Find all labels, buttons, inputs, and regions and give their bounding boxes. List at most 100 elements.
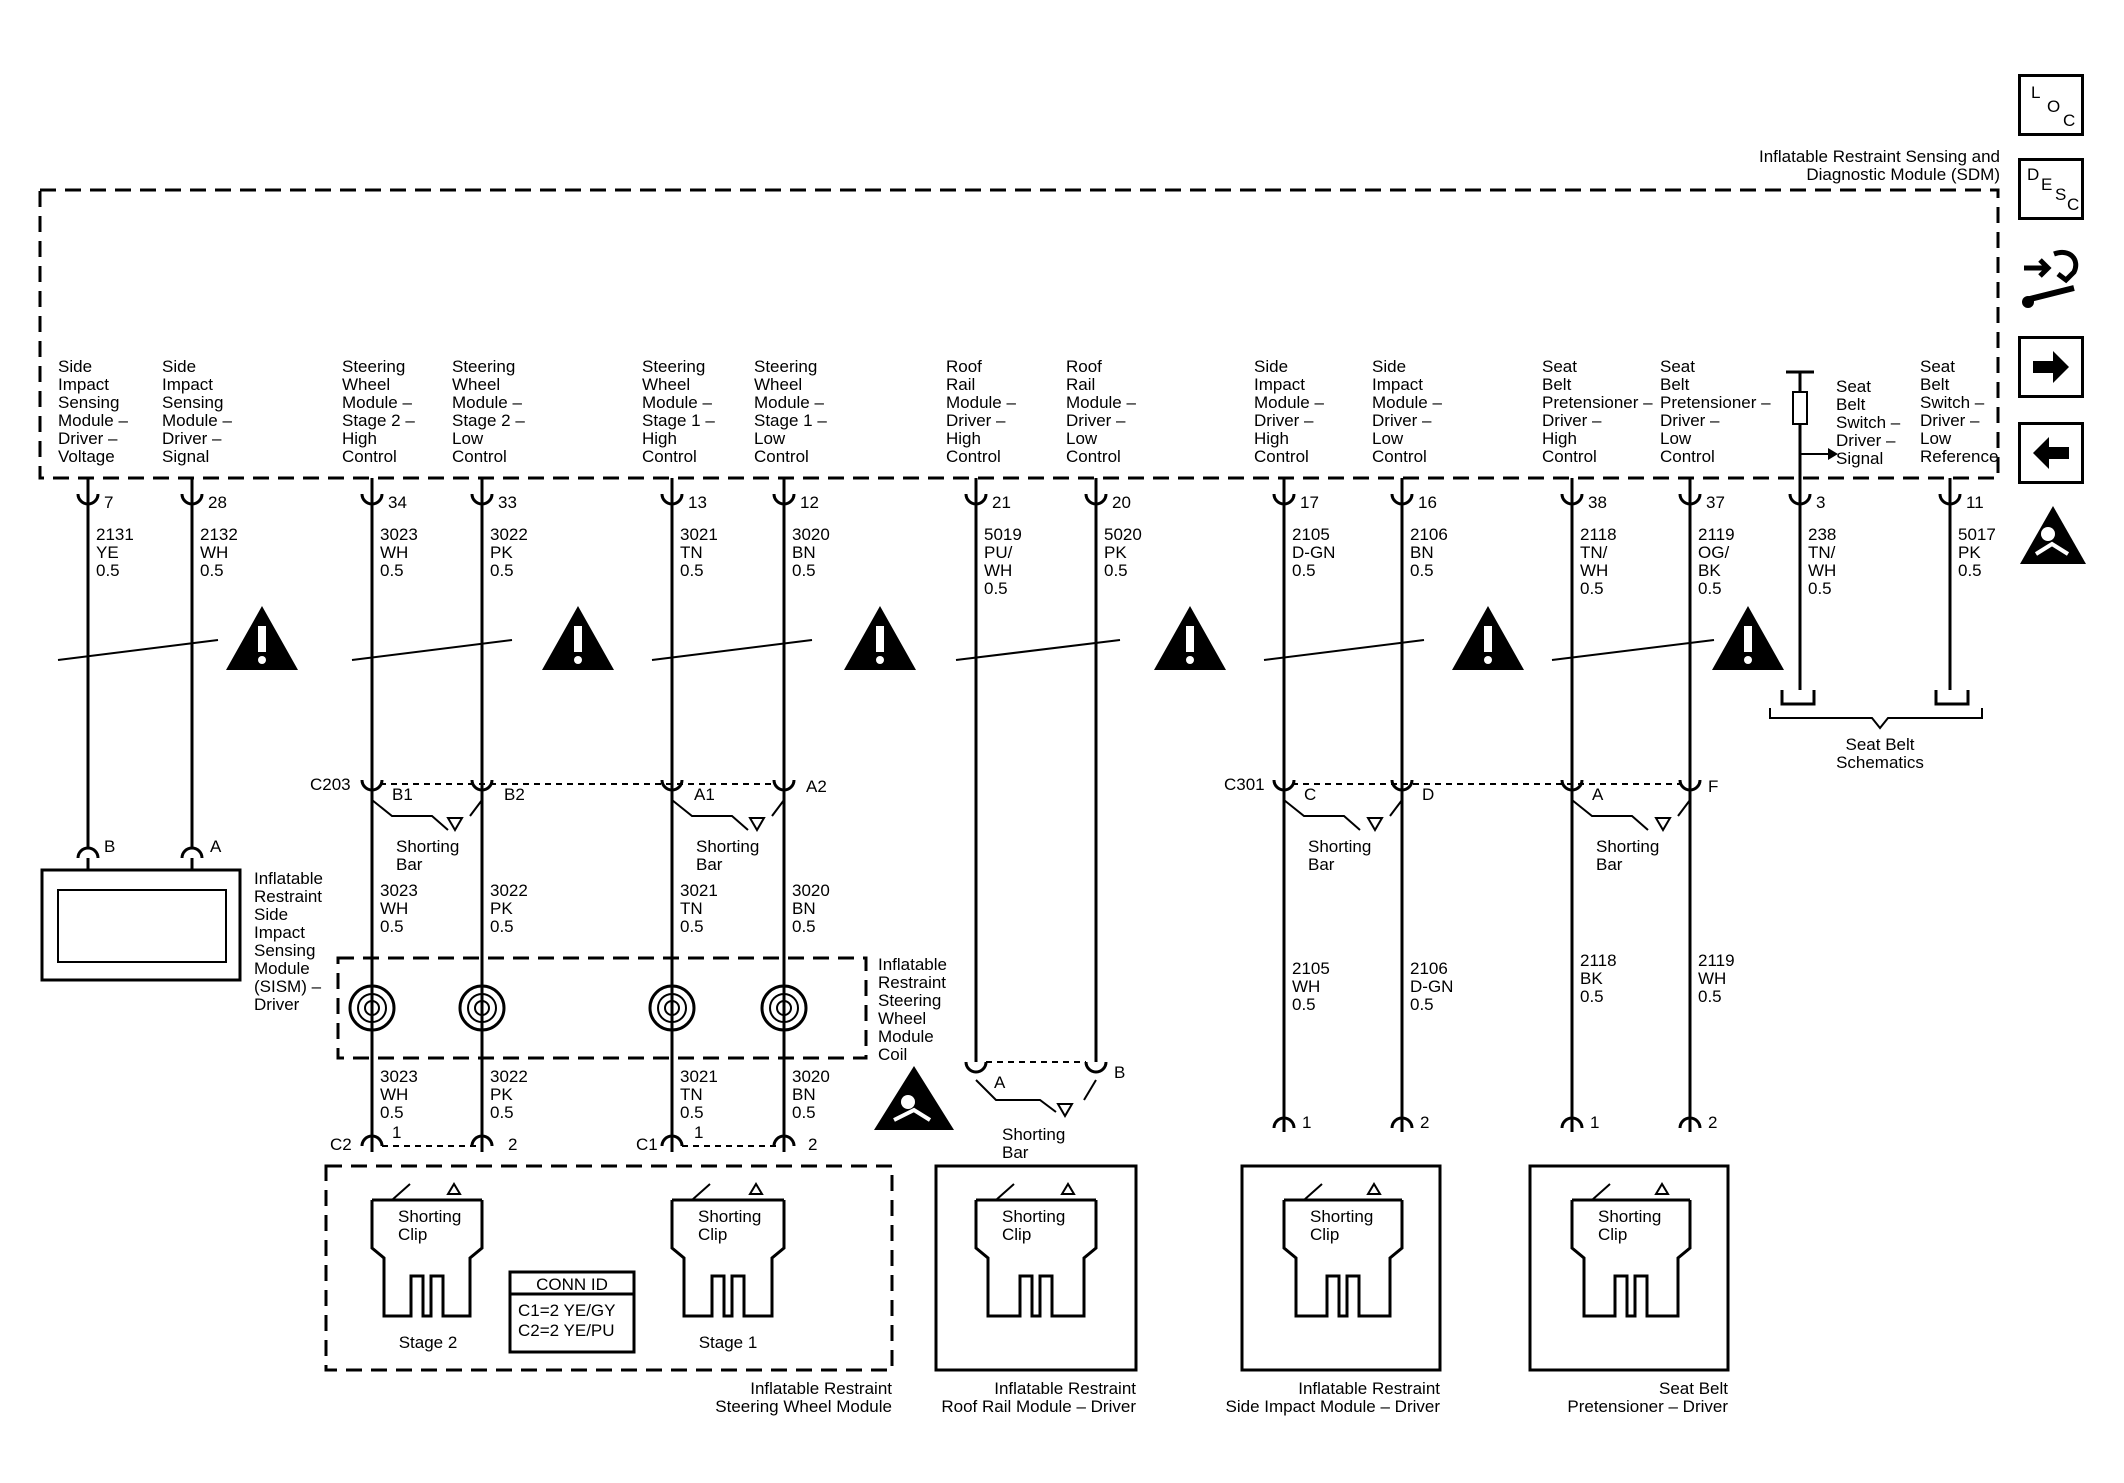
mid-wire-label-line: 2106 (1410, 959, 1448, 978)
roof-pin-a: A (994, 1073, 1006, 1092)
pin-label-line: Side (1372, 357, 1406, 376)
shorting-clip-label: Clip (1002, 1225, 1031, 1244)
pin-label-line: Stage 2 – (452, 411, 525, 430)
coil-label-line: Inflatable (878, 955, 947, 974)
shorting-bar-label: Shorting (396, 837, 459, 856)
shorting-bar-label: Bar (1596, 855, 1623, 874)
lower-wire-label-line: 0.5 (792, 1103, 816, 1122)
twisted-pair-marks (57, 639, 1715, 661)
seat-belt-schematics-reference[interactable]: Seat Belt Schematics (1769, 690, 1983, 772)
lower-wire-label-line: WH (380, 1085, 408, 1104)
c203-pin-b2: B2 (504, 785, 525, 804)
wire-label-line: WH (1580, 561, 1608, 580)
wire-label-line: 238 (1808, 525, 1836, 544)
pin-label-line: Steering (452, 357, 515, 376)
pin-label-line: Wheel (452, 375, 500, 394)
next-page-button[interactable] (2018, 336, 2084, 398)
description-button[interactable]: D E S C (2018, 158, 2084, 220)
shorting-clip-label: Shorting (1310, 1207, 1373, 1226)
wire-label-line: 3021 (680, 525, 718, 544)
conn-id-header: CONN ID (536, 1275, 608, 1294)
c301-connector: C301 C D A F (1224, 775, 1718, 804)
pin3-label-3: Driver – (1836, 431, 1896, 450)
wire-label-line: 3020 (792, 525, 830, 544)
shorting-clip-label: Clip (1598, 1225, 1627, 1244)
wire-label-line: 5019 (984, 525, 1022, 544)
mid-wire-label-line: 3023 (380, 881, 418, 900)
coil-label-line: Steering (878, 991, 941, 1010)
mid-wire-label-line: WH (1292, 977, 1320, 996)
pin-label-line: Side (58, 357, 92, 376)
wire-label-line: 3023 (380, 525, 418, 544)
pret-pin-1: 1 (1590, 1113, 1599, 1132)
lower-wire-label-line: 0.5 (680, 1103, 704, 1122)
mid-wire-label-line: 0.5 (380, 917, 404, 936)
wire-label-line: 5017 (1958, 525, 1996, 544)
module-connector-pin (660, 1134, 684, 1147)
mid-wire-label-line: 2105 (1292, 959, 1330, 978)
wire-label-line: 5020 (1104, 525, 1142, 544)
shorting-clip-label: Shorting (398, 1207, 461, 1226)
warning-icon (1452, 606, 1524, 670)
diagnostic-tools-icon[interactable] (2018, 244, 2084, 320)
wire-label-line: PK (1958, 543, 1981, 562)
lower-wire-label-line: 3022 (490, 1067, 528, 1086)
pin-label-line: Driver – (1660, 411, 1720, 430)
pin-label-line: Wheel (342, 375, 390, 394)
pin-label-line: Module – (1254, 393, 1324, 412)
wire-label-line: PU/ (984, 543, 1013, 562)
pin-label-line: Control (1660, 447, 1715, 466)
shorting-clip-label: Shorting (1002, 1207, 1065, 1226)
wire-label-line: 0.5 (490, 561, 514, 580)
pin-label-line: High (1542, 429, 1577, 448)
pin-label-line: Seat (1542, 357, 1577, 376)
pin-label-line: Belt (1542, 375, 1572, 394)
shorting-clip-label: Clip (398, 1225, 427, 1244)
pin-label-line: Wheel (642, 375, 690, 394)
wire-label-line: 0.5 (792, 561, 816, 580)
wire-label-line: WH (1808, 561, 1836, 580)
lower-wire-label-line: 3023 (380, 1067, 418, 1086)
pin-label-line: Module – (754, 393, 824, 412)
pin-number: 13 (688, 493, 707, 512)
sism-label-line: Inflatable (254, 869, 323, 888)
side-module-title-2: Side Impact Module – Driver (1226, 1397, 1441, 1416)
location-button[interactable]: L O C (2018, 74, 2084, 136)
seat-belt-schematics-2: Schematics (1836, 753, 1924, 772)
conn-id-line2: C2=2 YE/PU (518, 1321, 615, 1340)
pin-label-line: Control (1254, 447, 1309, 466)
lower-wire-label-line: PK (490, 1085, 513, 1104)
wire-label-line: 0.5 (1292, 561, 1316, 580)
mid-wire-label-line: 0.5 (680, 917, 704, 936)
esd-caution-button[interactable] (2018, 504, 2088, 568)
pin-label-line: Driver – (946, 411, 1006, 430)
pin-label-line: Rail (1066, 375, 1095, 394)
pin-number: 21 (992, 493, 1011, 512)
mid-wire-labels: 3023WH0.53022PK0.53021TN0.53020BN0.52105… (380, 881, 1735, 1014)
pin-number: 11 (1966, 493, 1984, 512)
shorting-clip-label: Shorting (698, 1207, 761, 1226)
coil-label-line: Coil (878, 1045, 907, 1064)
roof-pin-b: B (1114, 1063, 1125, 1082)
pin-label-line: Belt (1920, 375, 1950, 394)
pin-label-line: Impact (58, 375, 109, 394)
pin-label-line: Seat (1660, 357, 1695, 376)
desc-letter-c: C (2067, 195, 2080, 214)
warning-icon (226, 606, 298, 670)
pin-label-line: Module – (452, 393, 522, 412)
wire-label-line: TN (680, 543, 703, 562)
pin-number: 37 (1706, 493, 1725, 512)
previous-page-button[interactable] (2018, 422, 2084, 484)
pin-label-line: Driver – (1920, 411, 1980, 430)
sism-label-line: (SISM) – (254, 977, 322, 996)
mid-wire-label-line: 0.5 (1698, 987, 1722, 1006)
steering-wires (370, 478, 786, 1152)
sism-label-line: Side (254, 905, 288, 924)
shorting-clips: ShortingClipShortingClipShortingClipShor… (360, 1116, 1702, 1318)
